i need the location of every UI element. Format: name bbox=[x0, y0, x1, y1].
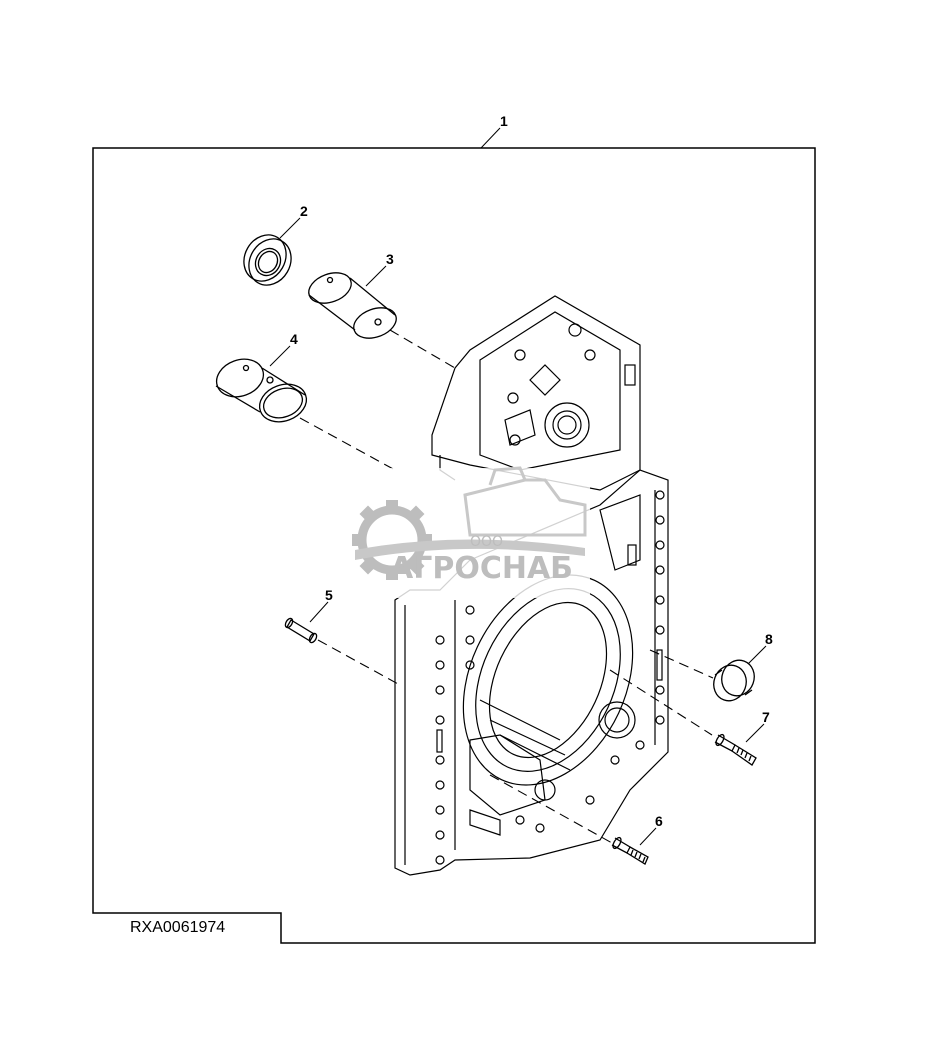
watermark-logo: ООО АГРОСНАБ bbox=[335, 466, 590, 598]
callout-8: 8 bbox=[765, 631, 773, 647]
plug-part-8 bbox=[713, 659, 755, 702]
watermark-large-text: АГРОСНАБ bbox=[390, 551, 573, 586]
screw-part-7 bbox=[714, 733, 757, 766]
figure-id-label: RXA0061974 bbox=[130, 919, 226, 936]
callout-6: 6 bbox=[655, 813, 663, 829]
callout-leaders bbox=[269, 217, 767, 846]
callout-2: 2 bbox=[300, 203, 308, 219]
leader-1 bbox=[480, 127, 501, 149]
callout-5: 5 bbox=[325, 587, 333, 603]
harvester-icon bbox=[463, 466, 587, 537]
callout-3: 3 bbox=[386, 251, 394, 267]
bolt-holes bbox=[435, 490, 665, 865]
assembly-lines bbox=[299, 329, 714, 844]
bearing-part bbox=[243, 234, 292, 286]
callout-1: 1 bbox=[500, 113, 508, 129]
assembly-frame bbox=[92, 147, 816, 944]
screw-part-6 bbox=[611, 836, 649, 865]
callout-7: 7 bbox=[762, 709, 770, 725]
dowel-pin-part-5 bbox=[284, 617, 318, 644]
bushing-part-3 bbox=[308, 272, 397, 339]
sleeve-part-4 bbox=[215, 358, 308, 423]
watermark-small-text: ООО bbox=[470, 534, 503, 550]
callout-4: 4 bbox=[290, 331, 298, 347]
